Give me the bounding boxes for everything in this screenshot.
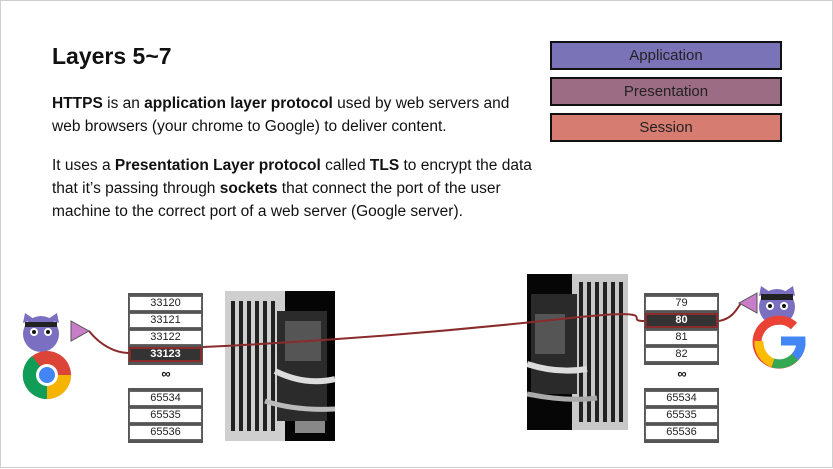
bold-text: sockets [219,180,278,197]
bold-text: application layer protocol [144,95,333,112]
text: is an [102,95,145,112]
bold-text: Presentation Layer protocol [114,157,321,174]
slide-title: Layers 5~7 [52,43,172,69]
mascot-icon [23,313,91,352]
server-port: 65534 [645,391,718,406]
client-port: 33120 [129,296,202,311]
server-link-line [718,302,742,322]
server-photo [225,291,335,441]
server-port: 79 [645,296,718,311]
layer-presentation: Presentation [550,77,782,106]
text: called [320,157,370,174]
server-photo-art [225,291,335,441]
text: that connect the port of the user machin… [52,180,501,220]
client-port: 33121 [129,313,202,328]
server-port: 65535 [645,408,718,423]
server-photo-art [527,274,628,430]
server-port: 81 [645,330,718,345]
bold-text: HTTPS [52,95,103,112]
client-port: 65534 [129,391,202,406]
layer-application: Application [550,41,782,70]
server-port-active: 80 [645,313,718,328]
chain-link-icon: ∞ [677,366,687,381]
client-port: 65535 [129,408,202,423]
client-link-line [88,330,130,354]
connection-line [202,313,645,348]
chrome-icon [22,351,71,400]
text: It uses a [52,157,115,174]
client-port: 33122 [129,330,202,345]
server-port: 82 [645,347,718,362]
text: used by web servers and web browsers (yo… [52,95,510,135]
layer-session: Session [550,113,782,142]
text: to encrypt the data that it’s passing th… [52,157,532,197]
bold-text: TLS [369,157,400,174]
chain-link-icon: ∞ [161,366,171,381]
google-icon [752,315,806,369]
mascot-icon [737,286,795,325]
client-port: 65536 [129,425,202,440]
server-photo [527,274,628,430]
client-port-active: 33123 [129,347,202,362]
server-port: 65536 [645,425,718,440]
paragraph-tls: It uses a Presentation Layer protocol ca… [52,154,532,223]
paragraph-https: HTTPS is an application layer protocol u… [52,92,542,138]
